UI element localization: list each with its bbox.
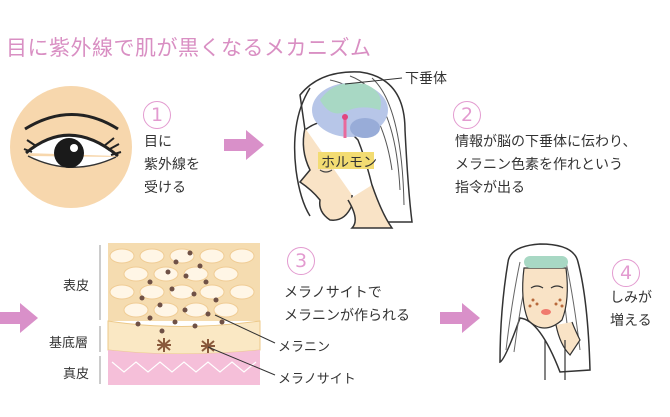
step-4-number: 4 [612,259,640,287]
step-2-line-1: 情報が脳の下垂体に伝わり、 [455,134,637,150]
epidermis-label: 表皮 [63,279,90,294]
step-4-line-1: しみが [610,290,652,306]
arrow-right-icon [440,303,480,333]
step-3-number: 3 [287,247,315,275]
step-3-text: メラノサイトで メラニンが作られる [284,282,410,328]
step-2-line-2: メラニン色素を作れという [455,157,623,173]
step-1-line-3: 受ける [144,180,186,196]
step-1-number: 1 [143,101,171,129]
step-2-line-3: 指令が出る [455,180,525,196]
melanocyte-label: メラノサイト [278,372,356,387]
step-1-line-1: 目に [144,134,172,150]
step-1-text: 目に 紫外線を 受ける [144,131,200,200]
step-2-text: 情報が脳の下垂体に伝わり、 メラニン色素を作れという 指令が出る [455,131,636,200]
hormone-label: ホルモン [321,155,377,171]
melanin-label: メラニン [278,340,331,355]
basal-layer-label: 基底層 [49,336,89,351]
pituitary-label: 下垂体 [405,71,447,87]
dermis-label: 真皮 [63,367,90,382]
step-4-line-2: 増える [610,313,652,329]
step-3-line-1: メラノサイトで [284,285,382,301]
step-4-text: しみが 増える [610,287,652,333]
diagram-title: 目に紫外線で肌が黒くなるメカニズム [6,36,372,60]
step-2-number: 2 [453,101,481,129]
arrow-right-icon [0,303,38,333]
step-1-line-2: 紫外線を [144,157,200,173]
arrow-right-icon [224,130,264,160]
step-3-line-2: メラニンが作られる [284,308,410,324]
